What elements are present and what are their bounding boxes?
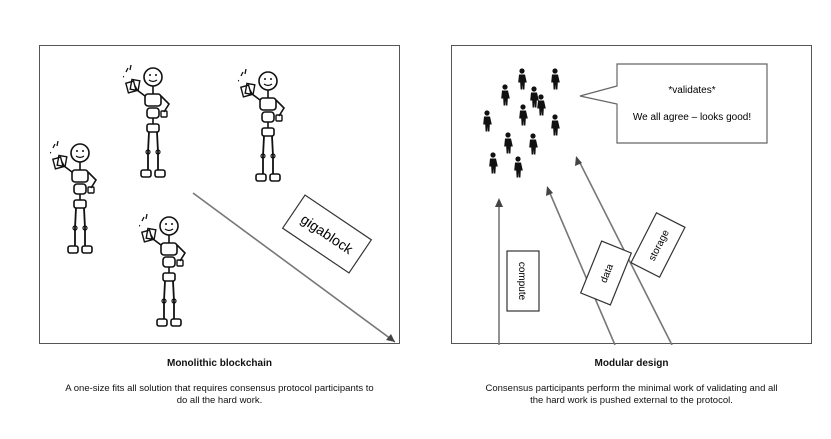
validator-icon xyxy=(504,132,513,154)
compute-label: compute xyxy=(516,262,527,301)
bubble-line-1: *validates* xyxy=(668,85,715,96)
data-arrow xyxy=(546,186,616,346)
validator-icon xyxy=(519,104,528,126)
stick-figure-4 xyxy=(139,213,186,327)
bubble-line-2: We all agree – looks good! xyxy=(633,112,751,123)
monolithic-diagram: gigablock xyxy=(50,64,396,343)
validator-icon xyxy=(537,94,546,116)
validator-icon xyxy=(483,110,492,132)
storage-box: storage xyxy=(630,211,686,279)
compute-box: compute xyxy=(506,250,540,312)
stick-figure-2 xyxy=(238,68,285,182)
modular-title: Modular design xyxy=(594,358,669,369)
validator-icon xyxy=(489,152,498,174)
monolithic-description: A one-size fits all solution that requir… xyxy=(65,383,374,406)
stick-figure-1 xyxy=(123,64,170,178)
stick-figure-3 xyxy=(50,140,97,254)
validator-icon xyxy=(530,86,539,108)
modular-panel: *validates* We all agree – looks good! c… xyxy=(451,45,812,346)
validators-crowd xyxy=(483,68,560,178)
validator-icon xyxy=(529,133,538,155)
validator-icon xyxy=(501,84,510,106)
validator-icon xyxy=(551,114,560,136)
modular-description: Consensus participants perform the minim… xyxy=(485,383,778,406)
validator-icon xyxy=(551,68,560,90)
monolithic-panel: gigablock xyxy=(39,45,400,344)
modular-diagram: *validates* We all agree – looks good! c… xyxy=(483,63,768,346)
validator-icon xyxy=(518,68,527,90)
validator-icon xyxy=(514,156,523,178)
compute-arrow xyxy=(495,198,503,345)
speech-bubble: *validates* We all agree – looks good! xyxy=(579,63,768,144)
monolithic-title: Monolithic blockchain xyxy=(166,358,272,369)
data-box: data xyxy=(579,240,633,306)
gigablock-box: gigablock xyxy=(281,194,373,274)
gigablock-arrow xyxy=(192,192,396,343)
